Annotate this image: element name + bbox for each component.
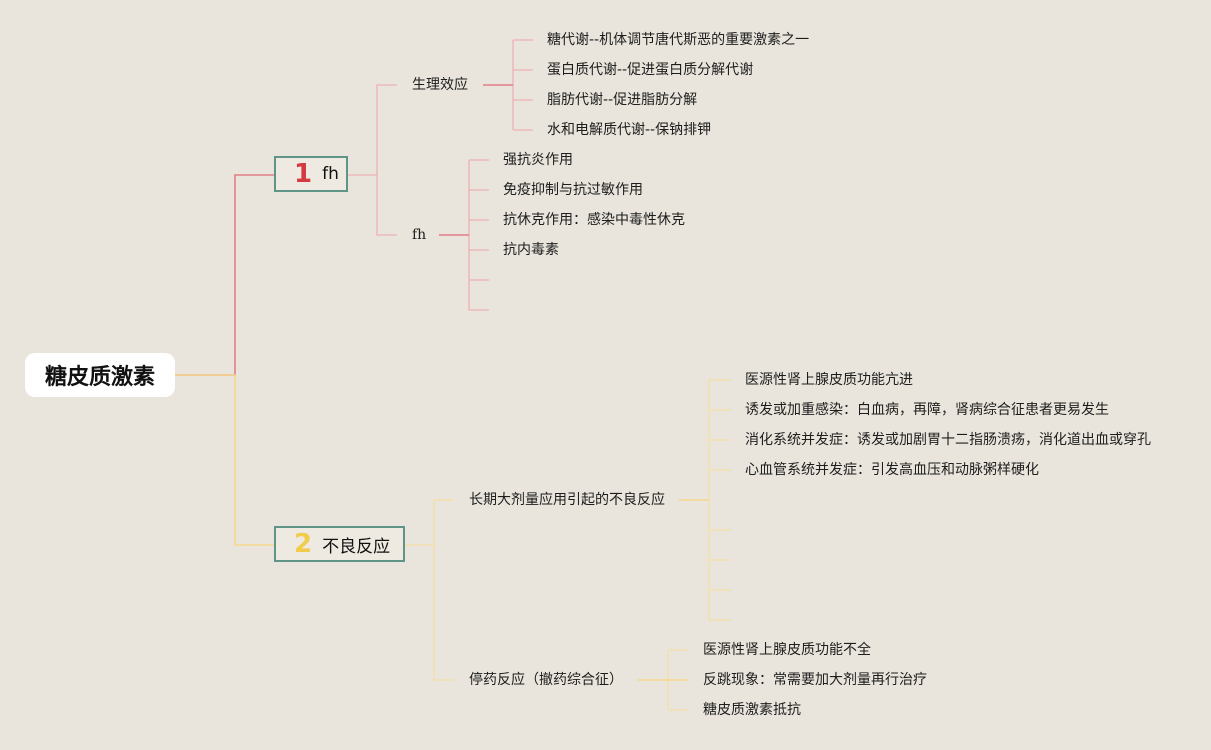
- branch-2-number: 2: [294, 529, 313, 559]
- branch2-connectors: [175, 374, 274, 546]
- branch-2-label: 不良反应: [322, 536, 391, 557]
- branch-1-box[interactable]: 1 fh: [274, 156, 348, 192]
- branch2-sub1-item-1[interactable]: 医源性肾上腺皮质功能亢进: [745, 372, 913, 388]
- branch1-sub1-item-4[interactable]: 水和电解质代谢--保钠排钾: [547, 122, 712, 138]
- branch2-sub-connectors: [405, 379, 731, 711]
- branch1-sub2-item-4[interactable]: 抗内毒素: [503, 242, 559, 258]
- branch-1-number: 1: [294, 159, 313, 189]
- branch1-sub1-item-1[interactable]: 糖代谢--机体调节唐代斯恶的重要激素之一: [547, 32, 810, 48]
- branch2-sub2-item-1[interactable]: 医源性肾上腺皮质功能不全: [703, 642, 871, 658]
- branch-1-label: fh: [322, 164, 339, 184]
- branch2-sub2-label[interactable]: 停药反应（撤药综合征）: [469, 672, 623, 688]
- root-topic[interactable]: 糖皮质激素: [25, 353, 175, 397]
- branch1-sub2-item-2[interactable]: 免疫抑制与抗过敏作用: [503, 182, 643, 198]
- branch1-connectors: [175, 174, 274, 376]
- branch2-sub1-label[interactable]: 长期大剂量应用引起的不良反应: [469, 492, 665, 508]
- branch1-sub1-item-2[interactable]: 蛋白质代谢--促进蛋白质分解代谢: [547, 62, 754, 78]
- branch-2-box[interactable]: 2 不良反应: [274, 526, 405, 562]
- branch1-sub2-item-3[interactable]: 抗休克作用：感染中毒性休克: [503, 212, 685, 228]
- branch1-sub2-item-1[interactable]: 强抗炎作用: [503, 152, 573, 168]
- branch1-sub2-label[interactable]: fh: [412, 227, 427, 243]
- branch1-sub-connectors: [348, 39, 533, 311]
- branch2-sub1-item-4[interactable]: 心血管系统并发症：引发高血压和动脉粥样硬化: [745, 462, 1039, 478]
- branch1-sub1-item-3[interactable]: 脂肪代谢--促进脂肪分解: [547, 92, 698, 108]
- branch1-sub1-label[interactable]: 生理效应: [412, 77, 468, 93]
- branch2-sub2-item-3[interactable]: 糖皮质激素抵抗: [703, 702, 801, 718]
- branch2-sub1-item-3[interactable]: 消化系统并发症：诱发或加剧胃十二指肠溃疡，消化道出血或穿孔: [745, 432, 1151, 448]
- branch2-sub2-item-2[interactable]: 反跳现象：常需要加大剂量再行治疗: [703, 672, 927, 688]
- branch2-sub1-item-2[interactable]: 诱发或加重感染：白血病，再障，肾病综合征患者更易发生: [745, 402, 1109, 418]
